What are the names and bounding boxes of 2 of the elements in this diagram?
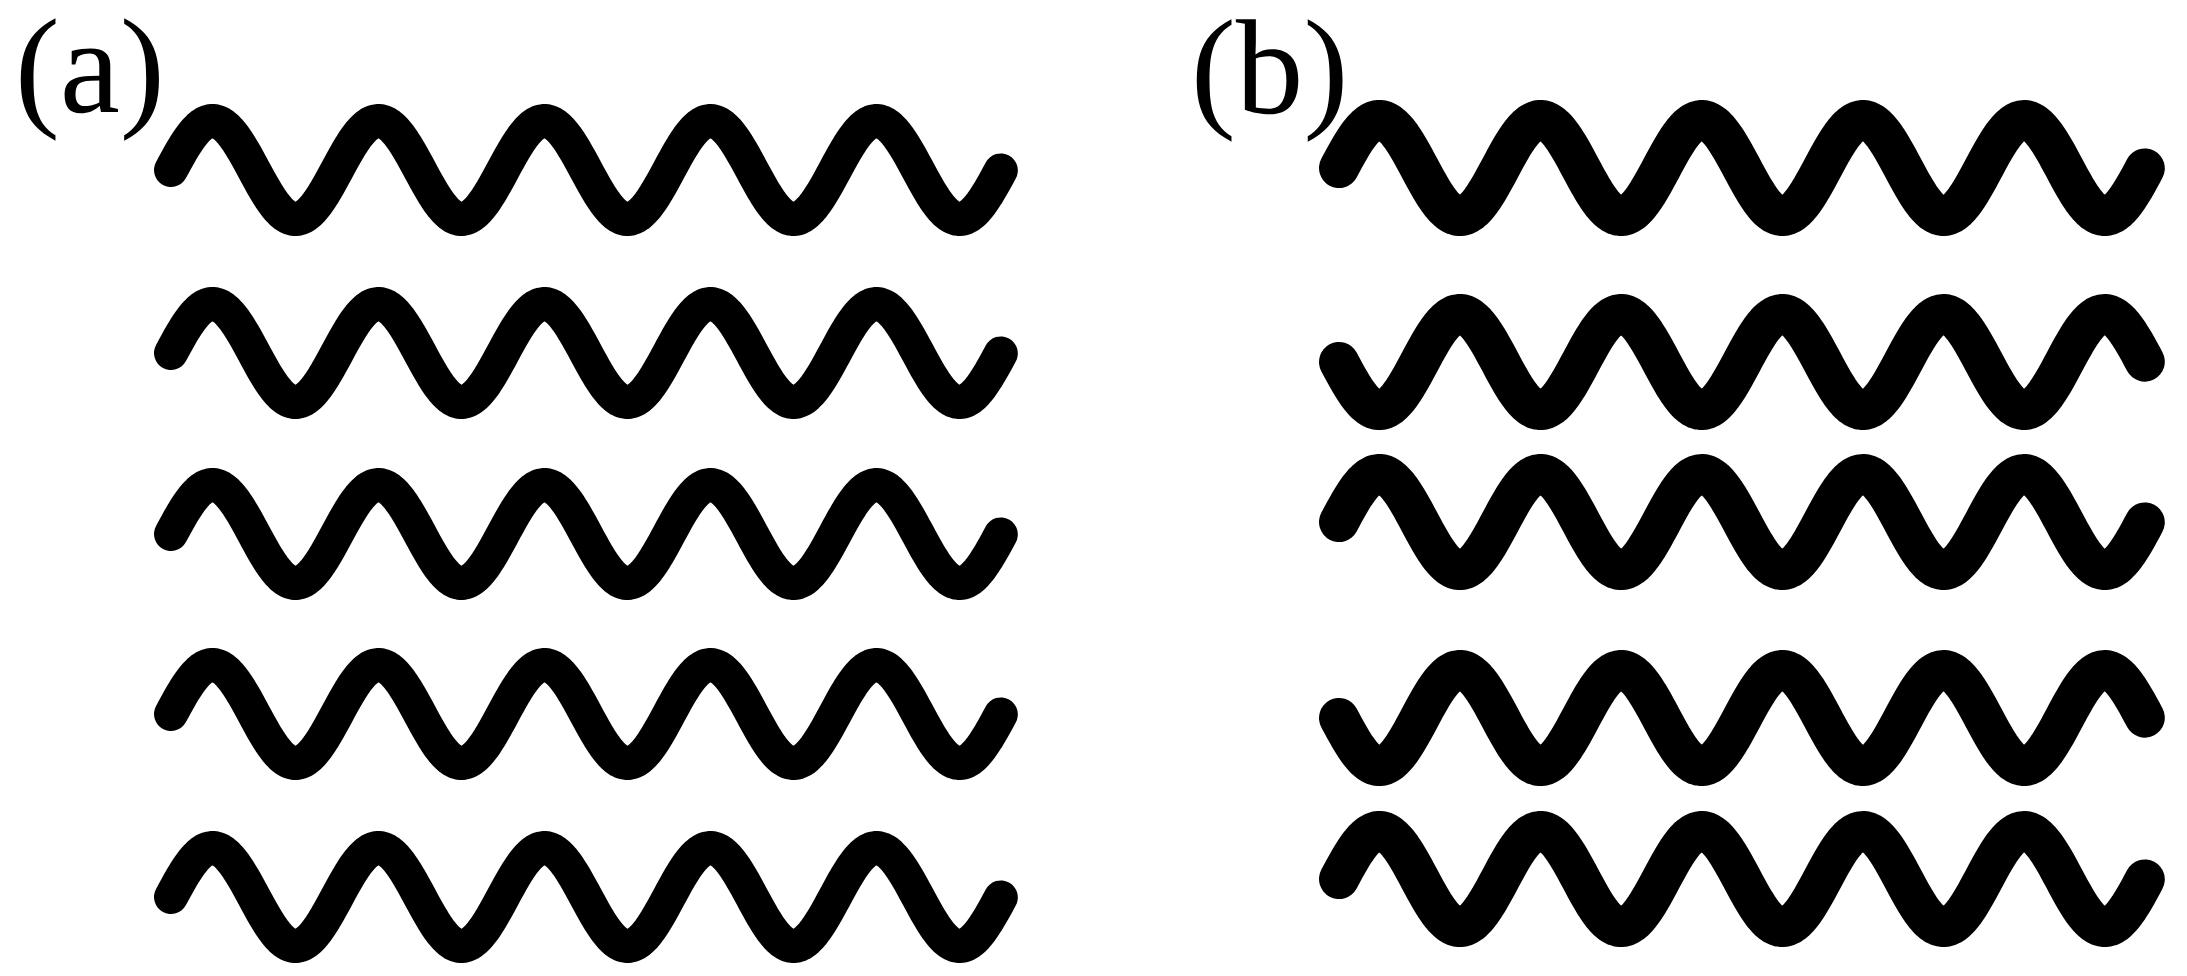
panel-label: (a) (20, 18, 159, 141)
panel-label: (b) (1196, 19, 1343, 142)
